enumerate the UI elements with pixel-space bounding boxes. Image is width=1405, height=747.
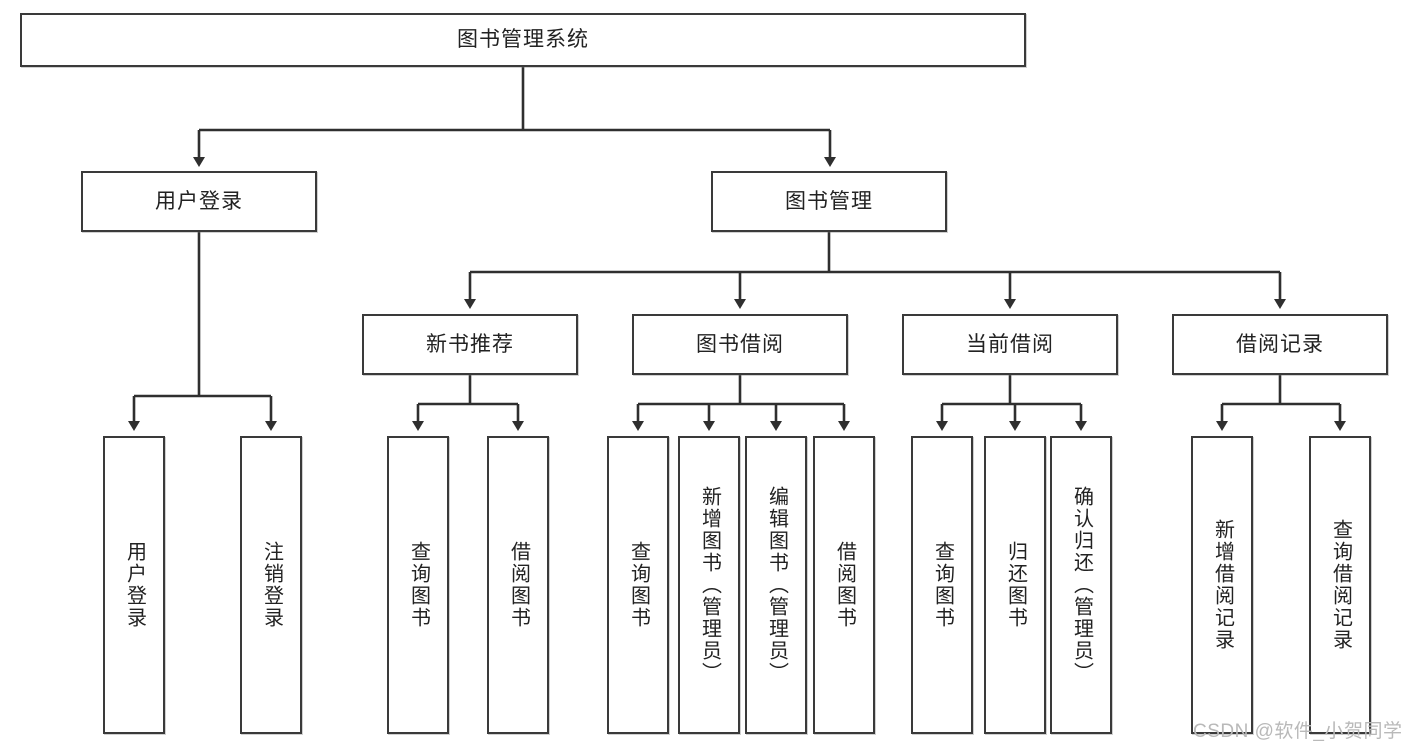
node-leaf-7[interactable]: 借阅图书 — [813, 436, 875, 734]
node-level2-3[interactable]: 借阅记录 — [1172, 314, 1388, 375]
node-leaf-11[interactable]: 新增借阅记录 — [1191, 436, 1253, 734]
node-root[interactable]: 图书管理系统 — [20, 13, 1026, 67]
node-label: 图书借阅 — [696, 332, 784, 356]
node-label: 借阅记录 — [1236, 332, 1324, 356]
node-label: 查询图书 — [931, 541, 954, 629]
node-label: 图书管理系统 — [457, 28, 589, 52]
node-label: 图书管理 — [785, 189, 873, 213]
node-level2-0[interactable]: 新书推荐 — [362, 314, 578, 375]
node-label: 注销登录 — [260, 541, 283, 629]
node-leaf-5[interactable]: 新增图书（管理员） — [678, 436, 740, 734]
node-leaf-10[interactable]: 确认归还（管理员） — [1050, 436, 1112, 734]
node-label: 借阅图书 — [833, 541, 856, 629]
node-label: 新书推荐 — [426, 332, 514, 356]
node-label: 归还图书 — [1004, 541, 1027, 629]
node-label: 查询图书 — [627, 541, 650, 629]
node-level2-2[interactable]: 当前借阅 — [902, 314, 1118, 375]
node-label: 编辑图书（管理员） — [765, 486, 788, 684]
node-leaf-4[interactable]: 查询图书 — [607, 436, 669, 734]
node-label: 新增图书（管理员） — [698, 486, 721, 684]
node-leaf-0[interactable]: 用户登录 — [103, 436, 165, 734]
node-leaf-3[interactable]: 借阅图书 — [487, 436, 549, 734]
node-label: 新增借阅记录 — [1211, 519, 1234, 651]
node-label: 查询借阅记录 — [1329, 519, 1352, 651]
node-label: 查询图书 — [407, 541, 430, 629]
node-leaf-9[interactable]: 归还图书 — [984, 436, 1046, 734]
node-level1-1[interactable]: 图书管理 — [711, 171, 947, 232]
node-label: 确认归还（管理员） — [1070, 486, 1093, 684]
node-level1-0[interactable]: 用户登录 — [81, 171, 317, 232]
node-label: 用户登录 — [155, 189, 243, 213]
node-leaf-2[interactable]: 查询图书 — [387, 436, 449, 734]
node-leaf-8[interactable]: 查询图书 — [911, 436, 973, 734]
node-leaf-1[interactable]: 注销登录 — [240, 436, 302, 734]
node-label: 用户登录 — [123, 541, 146, 629]
node-leaf-12[interactable]: 查询借阅记录 — [1309, 436, 1371, 734]
node-level2-1[interactable]: 图书借阅 — [632, 314, 848, 375]
node-label: 当前借阅 — [966, 332, 1054, 356]
node-label: 借阅图书 — [507, 541, 530, 629]
node-leaf-6[interactable]: 编辑图书（管理员） — [745, 436, 807, 734]
csdn-watermark: CSDN @软件_小贺同学 — [1193, 721, 1403, 742]
